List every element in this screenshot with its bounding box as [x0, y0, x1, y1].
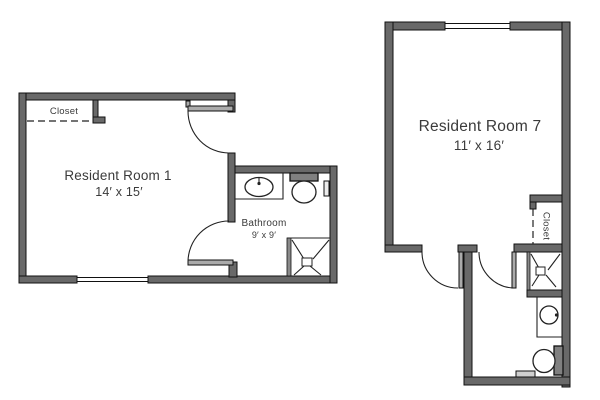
right-labels: Resident Room 7 11′ x 16′	[419, 118, 542, 153]
right-right-wall	[561, 21, 571, 388]
right-closet-jamb	[529, 201, 537, 210]
bathroom-label: Bathroom	[242, 218, 287, 229]
sink-drain-dot	[257, 181, 261, 186]
left-room-name: Resident Room 1	[64, 168, 171, 183]
right-bottom-left-wall	[384, 244, 423, 253]
right-window	[445, 23, 510, 29]
corridor-wall	[463, 251, 473, 386]
left-bathroom-shower	[286, 237, 330, 277]
toilet-bowl-icon	[532, 348, 556, 374]
left-closet-partition-foot	[92, 116, 106, 124]
right-left-wall	[384, 21, 394, 253]
sink-counter	[235, 173, 284, 200]
left-closet-label: Closet	[50, 106, 78, 117]
right-closet: Closet	[532, 209, 552, 244]
left-bathroom-sink	[235, 173, 284, 200]
toilet-tank-icon	[289, 172, 319, 182]
left-unit: Closet Res	[18, 92, 338, 284]
bathroom-right-wall	[329, 165, 338, 284]
right-closet-bottom-wall	[513, 243, 563, 253]
right-bathroom-toilet	[532, 345, 564, 376]
entry-door-leaf	[458, 251, 464, 289]
bathroom-door-leaf	[511, 251, 517, 289]
right-room-dimensions: 11′ x 16′	[454, 138, 504, 153]
shower-lower-lines	[293, 265, 322, 276]
bathroom-top-wall	[234, 165, 338, 174]
entry-door-leaf	[187, 105, 234, 112]
right-unit-walls	[384, 21, 571, 388]
left-bathroom-door	[187, 220, 234, 266]
left-bottom-wall-a	[18, 275, 78, 284]
right-closet-label: Closet	[541, 212, 552, 240]
heater-vent-icon	[515, 370, 536, 378]
bathroom-dimensions: 9′ x 9′	[252, 230, 276, 240]
left-entry-door	[185, 100, 234, 154]
left-labels: Resident Room 1 14′ x 15′ Bathroom 9′ x …	[64, 168, 286, 240]
corridor-wall-cap	[457, 244, 478, 253]
toilet-bowl-icon	[291, 180, 317, 204]
right-entry-door	[421, 251, 464, 289]
shower-funnel-lines	[291, 239, 330, 260]
right-closet-top-wall	[529, 194, 563, 203]
shower-left-edge	[526, 251, 531, 291]
sink-faucet-dot	[554, 313, 559, 317]
shower-drain-icon	[301, 257, 313, 267]
sink-counter	[536, 297, 562, 338]
right-top-wall-b	[509, 21, 571, 31]
shower-left-edge	[286, 237, 292, 277]
right-bathroom-door	[478, 251, 517, 289]
shower-bottom-wall	[526, 289, 563, 298]
left-closet-partition	[92, 99, 99, 118]
right-bottom-wall	[463, 376, 571, 386]
left-left-wall	[18, 92, 27, 284]
grab-bar-icon	[323, 180, 330, 197]
left-bathroom-toilet	[289, 172, 319, 204]
bathroom-door-swing-arc	[187, 220, 230, 263]
left-window	[77, 277, 148, 282]
entry-door-swing-arc	[421, 251, 459, 289]
right-bathroom-shower	[526, 251, 561, 291]
left-closet: Closet	[27, 106, 93, 122]
left-top-wall	[18, 92, 236, 101]
right-bathroom-sink	[536, 297, 562, 338]
left-room-dimensions: 14′ x 15′	[95, 185, 143, 199]
right-top-wall-a	[384, 21, 446, 31]
bathroom-door-swing-arc	[478, 251, 516, 289]
left-bottom-wall-b	[147, 275, 338, 284]
left-right-wall-stub	[227, 152, 236, 223]
entry-door-swing-arc	[187, 110, 230, 154]
shower-drain-icon	[535, 266, 546, 276]
right-unit: Closet Resident Room 7 11	[384, 21, 571, 388]
right-room-name: Resident Room 7	[419, 118, 542, 135]
bathroom-door-leaf	[187, 259, 234, 266]
shower-lower-lines	[531, 274, 557, 288]
